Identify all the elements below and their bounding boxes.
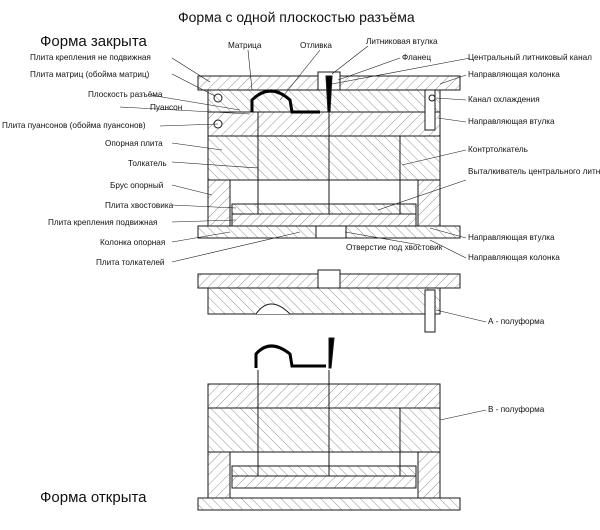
label-guide-column-2: Направляющая колонка [468, 253, 560, 262]
punch-plate [207, 111, 441, 137]
pusher-plate [231, 213, 417, 227]
label-support-column: Колонка опорная [100, 238, 165, 247]
label-sprue-ejector-text: Выталкиватель центрального литника [468, 167, 600, 176]
support-bar-right [417, 179, 441, 227]
label-parting-plane: Плоскость разъёма [88, 90, 163, 99]
diagram-title: Форма с одной плоскостью разъёма [178, 9, 415, 25]
label-fixed-clamp-plate: Плита крепления не подвижная [30, 53, 151, 62]
matrix-plate [207, 89, 441, 113]
guide-bushing-left-2 [213, 93, 223, 103]
support-plate [207, 135, 441, 181]
label-sprue-bushing: Литниковая втулка [366, 37, 438, 46]
half-b [197, 337, 461, 511]
closed-state-label: Форма закрыта [40, 33, 148, 50]
tail-hole [315, 225, 347, 239]
guide-column [424, 89, 436, 131]
cooling-channel [428, 94, 436, 102]
label-moving-clamp-plate: Плита крепления подвижная [48, 218, 157, 227]
label-tail-hole: Отверстие под хвостовик [346, 243, 443, 252]
open-state-label: Форма открыта [40, 489, 147, 506]
label-pusher: Толкатель [128, 159, 167, 168]
labels-right [247, 45, 487, 421]
label-central-sprue: Центральный литниковый канал [468, 53, 592, 62]
label-sprue-ejector: Выталкиватель центрального литника [468, 167, 600, 176]
support-bar-left [207, 179, 231, 227]
label-matrix: Матрица [228, 41, 262, 50]
casting-closed [250, 89, 320, 114]
closed-mold [197, 71, 461, 239]
label-guide-bushing: Направляющая втулка [468, 117, 555, 126]
label-cooling-channel: Канал охлаждения [468, 95, 540, 104]
labels-left [119, 57, 301, 263]
label-matrix-plate: Плита матриц (обойма матриц) [30, 70, 150, 79]
label-punch-plate: Плита пуансонов (обойма пуансонов) [2, 121, 146, 130]
label-casting: Отливка [300, 41, 332, 50]
label-guide-column: Направляющая колонка [468, 70, 560, 79]
label-support-plate: Опорная плита [105, 139, 163, 148]
label-guide-bushing-2: Направляющая втулка [468, 233, 555, 242]
label-flange: Фланец [402, 53, 431, 62]
label-support-bar: Брус опорный [110, 181, 163, 190]
label-counter-pusher: Контртолкатель [468, 145, 528, 154]
label-half-b: В - полуформа [488, 405, 545, 414]
label-tail-plate: Плита хвостовика [105, 201, 174, 210]
sprue-casting-open [328, 337, 335, 369]
tail-plate [231, 203, 417, 215]
sprue-channel [325, 75, 333, 113]
label-pusher-plate: Плита толкателей [96, 258, 165, 267]
label-half-a: А - полуформа [488, 317, 545, 326]
casting-open [254, 344, 326, 368]
half-a [197, 269, 461, 333]
label-punch: Пуансон [150, 103, 182, 112]
